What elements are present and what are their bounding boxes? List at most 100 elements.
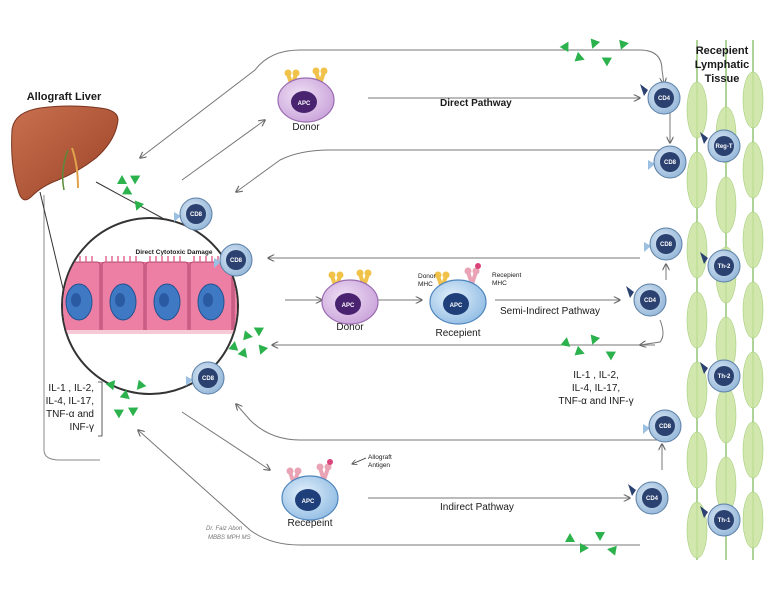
mhc-domain	[324, 463, 332, 471]
tcell-cd8-liver-bottom: CD8	[186, 361, 225, 395]
tcr-receptor	[643, 424, 650, 434]
tcell-label: Reg-T	[716, 144, 733, 150]
cytokine-triangle	[119, 389, 130, 400]
apc-label: APC	[450, 303, 463, 309]
signature-line2: MBBS MPH MS	[208, 535, 251, 541]
mhc-domain	[320, 67, 328, 75]
tcell-th2-lower: Th-2	[700, 359, 741, 393]
tcell-cd4-bottom: CD4	[628, 481, 669, 515]
cytokine-triangle	[565, 533, 575, 542]
cytokine-triangle	[595, 532, 605, 541]
mhc-domain	[336, 271, 344, 279]
cytokine-triangle	[619, 39, 629, 50]
lymph-vessel-bulge	[742, 281, 764, 339]
tcr-receptor	[644, 242, 651, 252]
tcell-label: Th-2	[718, 264, 731, 270]
mhc-domain	[284, 69, 292, 77]
cytokine-triangle	[243, 330, 253, 341]
cytokine-triangle	[130, 175, 141, 185]
mhc-domain	[316, 463, 324, 471]
signature-line1: Dr. Faiz Abon	[206, 526, 243, 532]
tcell-th1: Th-1	[700, 503, 741, 537]
tcr-receptor	[700, 252, 708, 264]
mhc-domain	[364, 269, 372, 277]
apc-donor-mid: APC	[321, 269, 379, 325]
apc-nucleus	[295, 489, 321, 511]
mhc-domain	[464, 267, 472, 275]
cytokine-triangle	[605, 351, 616, 361]
nucleolus	[159, 293, 169, 307]
lymph-vessel-bulge	[686, 81, 708, 139]
lymph-vessel-bulge	[742, 351, 764, 409]
cytokine-triangle	[580, 543, 589, 553]
cytokine-triangle	[128, 407, 139, 417]
apc-recepeint-bottom: APC	[281, 459, 339, 521]
tcell-th2-upper: Th-2	[700, 249, 741, 283]
donor-top-label: Donor	[292, 122, 320, 133]
donor-mhc-label-1: Donor	[418, 273, 437, 280]
epithelium-zoom	[39, 181, 268, 395]
recepient-mid-label: Recepient	[435, 328, 480, 339]
allograft-liver-label: Allograft Liver	[27, 91, 102, 103]
lymph-vessel-bulge	[742, 491, 764, 549]
tcell-label: CD8	[660, 242, 673, 248]
tcell-label: CD8	[190, 212, 203, 218]
cytokine-triangle	[590, 334, 601, 345]
tcr-receptor	[700, 506, 708, 518]
cell-nucleus	[242, 284, 268, 320]
cytokine-triangle	[574, 345, 585, 356]
tcell-nucleus	[714, 136, 734, 156]
lymph-vessel-bulge	[715, 386, 737, 444]
recepient-mhc-label-2: MHC	[492, 280, 507, 287]
cytokine-triangle	[574, 51, 585, 62]
nucleolus	[247, 293, 257, 307]
tcell-cd8-mid: CD8	[644, 227, 683, 261]
cytokines-left-line: IL-4, IL-17,	[46, 396, 94, 407]
cytokines-right: IL-1 , IL-2, IL-4, IL-17, TNF-α and INF-…	[558, 370, 633, 407]
recepient-mhc-label-1: Recepient	[492, 272, 521, 279]
lymph-vessel-bulge	[686, 361, 708, 419]
cytokines-right-line: IL-1 , IL-2,	[573, 370, 619, 381]
cytokines-right-line: TNF-α and INF-γ	[558, 396, 633, 407]
tcell-label: CD8	[230, 258, 243, 264]
liver-illustration	[11, 105, 119, 201]
allograft-antigen-label-2: Antigen	[368, 462, 390, 469]
apc-label: APC	[302, 499, 315, 505]
direct-cytotoxic-damage-label: Direct Cytotoxic Damage	[136, 249, 213, 256]
tcell-nucleus	[656, 234, 676, 254]
mhc-domain	[356, 269, 364, 277]
tcell-nucleus	[654, 88, 674, 108]
tcell-nucleus	[714, 510, 734, 530]
cytokine-triangles	[105, 38, 629, 556]
cytokine-triangle	[117, 175, 127, 184]
cytokine-triangle	[122, 185, 133, 195]
tcr-receptor	[174, 212, 181, 222]
cytokines-left: IL-1 , IL-2, IL-4, IL-17, TNF-α and INF-…	[46, 381, 103, 437]
apc-nucleus	[443, 293, 469, 315]
cytokines-left-line: TNF-α and	[46, 409, 94, 420]
lymph-vessel-bulge	[686, 151, 708, 209]
tcell-nucleus	[186, 204, 206, 224]
mhc-domain	[286, 467, 294, 475]
lymph-vessel-bulge	[742, 421, 764, 479]
tcell-label: CD8	[664, 160, 677, 166]
cytokine-triangle	[134, 200, 145, 211]
tcr-receptor	[628, 484, 636, 496]
lymph-vessel-bulge	[686, 431, 708, 489]
semi-indirect-pathway-label: Semi-Indirect Pathway	[500, 306, 600, 317]
allograft-antigen-label-1: Allograft	[368, 454, 392, 461]
tcell-label: CD4	[644, 298, 657, 304]
lymph-vessel-bulge	[686, 221, 708, 279]
tcell-label: Th-1	[718, 518, 731, 524]
tcell-cd8-liver-top: CD8	[174, 197, 213, 231]
donor-mhc-label-2: MHC	[418, 281, 433, 288]
cytokine-triangle	[136, 379, 147, 390]
cytokine-triangle	[559, 41, 569, 52]
mhc-domain	[292, 69, 300, 77]
tcr-receptor	[648, 160, 655, 170]
lymphatic-tissue	[686, 40, 764, 560]
direct-pathway-label: Direct Pathway	[440, 98, 512, 109]
mhc-domain	[312, 67, 320, 75]
tcr-receptor	[626, 286, 634, 298]
